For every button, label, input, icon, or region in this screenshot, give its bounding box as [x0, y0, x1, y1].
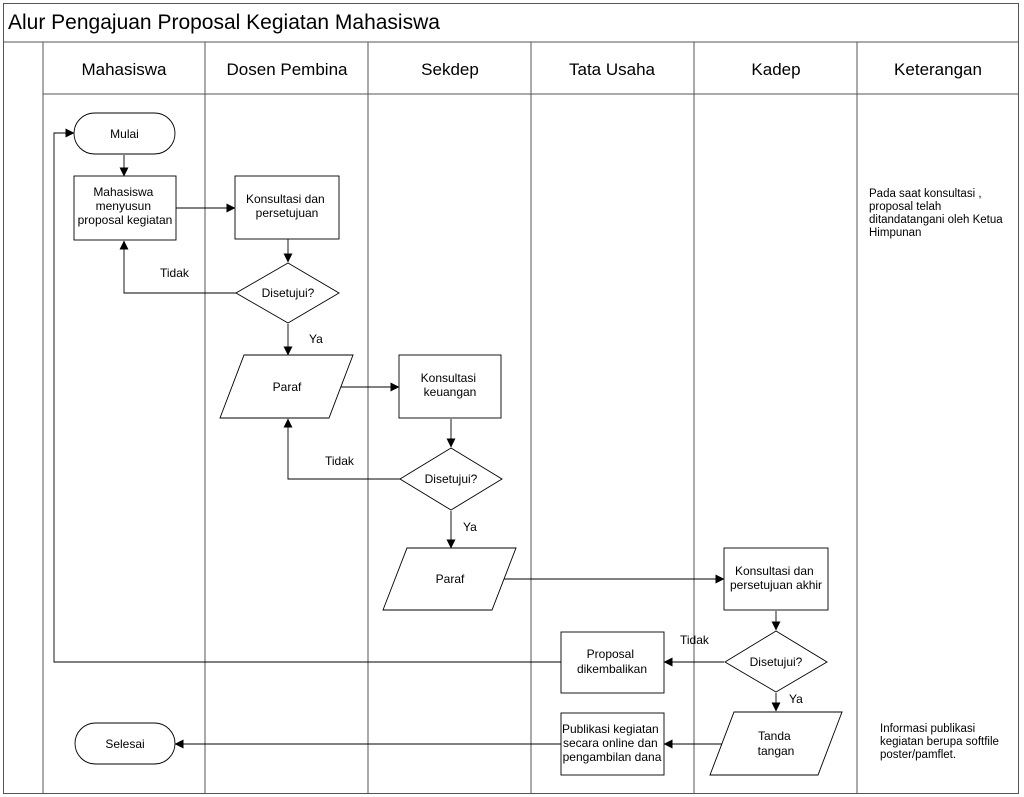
data-label: Tanda tangan — [758, 729, 795, 758]
decision-disetujui-sekdep — [399, 447, 503, 511]
note-konsultasi: Pada saat konsultasi , proposal telah di… — [869, 188, 1006, 239]
note-publikasi: Informasi publikasi kegiatan berupa soft… — [880, 723, 1002, 761]
decision-disetujui-dosen — [235, 262, 340, 324]
decision-disetujui-kadep — [724, 630, 828, 693]
edge-dikembalikan-to-mahasiswa — [53, 128, 561, 663]
edge-decision-1-tidak — [119, 240, 236, 294]
process-menyusun-proposal — [73, 175, 177, 241]
diagram-frame — [3, 3, 1019, 794]
decision-label: Disetujui? — [750, 655, 803, 669]
lane-header-mahasiswa: Mahasiswa — [81, 60, 167, 79]
process-label: Publikasi kegiatan secara online dan pen… — [562, 722, 662, 764]
data-tanda-tangan — [709, 711, 843, 776]
lane-header-tata-usaha: Tata Usaha — [569, 60, 656, 79]
edge-label-tidak: Tidak — [680, 633, 710, 647]
data-paraf-sekdep — [382, 547, 517, 611]
process-publikasi-kegiatan — [560, 712, 665, 776]
diagram-title: Alur Pengajuan Proposal Kegiatan Mahasis… — [8, 11, 440, 34]
end-label: Selesai — [105, 737, 144, 751]
edge-label-tidak: Tidak — [325, 454, 355, 468]
end-terminator — [74, 722, 176, 765]
process-label: Mahasiswa menyusun proposal kegiatan — [78, 185, 173, 227]
edge-label-ya: Ya — [789, 692, 803, 706]
process-konsultasi-persetujuan — [234, 175, 340, 240]
edge-label-tidak: Tidak — [160, 266, 190, 280]
process-label: Proposal dikembalikan — [577, 647, 647, 676]
data-label: Paraf — [273, 380, 302, 394]
lane-header-sekdep: Sekdep — [421, 60, 479, 79]
start-label: Mulai — [110, 127, 139, 141]
process-label: Konsultasi dan persetujuan akhir — [730, 564, 822, 592]
process-konsultasi-keuangan — [398, 354, 502, 419]
process-proposal-dikembalikan — [560, 631, 665, 694]
process-konsultasi-persetujuan-akhir — [723, 547, 829, 611]
process-label: Konsultasi dan persetujuan — [246, 192, 328, 220]
lane-header-dosen-pembina: Dosen Pembina — [227, 60, 349, 79]
data-paraf-dosen — [219, 354, 354, 419]
edge-label-ya: Ya — [463, 520, 477, 534]
edge-decision-2-tidak — [283, 418, 400, 480]
process-label: Konsultasi keuangan — [421, 371, 480, 399]
decision-label: Disetujui? — [262, 286, 315, 300]
lane-header-keterangan: Keterangan — [894, 60, 982, 79]
data-label: Paraf — [436, 572, 465, 586]
decision-label: Disetujui? — [425, 472, 478, 486]
start-terminator — [73, 112, 176, 155]
lane-header-kadep: Kadep — [751, 60, 800, 79]
edge-label-ya: Ya — [309, 332, 323, 346]
